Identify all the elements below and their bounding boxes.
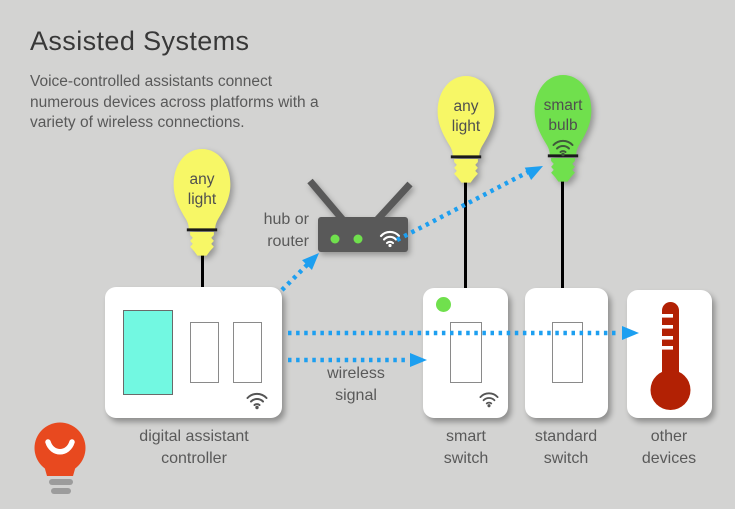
smart-switch: [423, 288, 508, 418]
wire-bulb-to-smart-switch: [464, 180, 467, 292]
router-icon: [307, 178, 413, 252]
standard-switch: [525, 288, 608, 418]
digital-assistant-controller: [105, 287, 282, 418]
other-devices-label: other devices: [641, 428, 697, 467]
bulb-label: smart bulb: [543, 97, 583, 134]
page-title: Assisted Systems: [30, 26, 250, 56]
router-label: hub or router: [263, 211, 309, 250]
wire-bulb-to-controller: [201, 250, 204, 292]
any-light-bulb-center: any light: [433, 73, 499, 187]
wireless-signal-label: wireless signal: [327, 365, 385, 404]
other-devices: [627, 290, 712, 418]
arrow-controller-to-router: [280, 260, 312, 292]
smiling-bulb-logo: [34, 422, 86, 494]
wire-bulb-to-standard-switch: [561, 179, 564, 292]
smart-switch-label: smart switch: [443, 428, 489, 467]
hub-router: [300, 176, 415, 261]
thermometer-icon: [650, 302, 691, 410]
switch-paddle: [552, 322, 583, 383]
wifi-icon: [246, 392, 268, 410]
controller-label: digital assistant controller: [139, 428, 249, 467]
controller-display-panel: [123, 310, 173, 395]
bulb-label: any light: [187, 171, 217, 208]
router-status-dot: [353, 234, 363, 244]
lightbulb-icon: [173, 148, 231, 256]
router-status-dot: [330, 234, 340, 244]
controller-slot: [190, 322, 219, 383]
power-status-dot: [436, 297, 451, 312]
lightbulb-icon: [534, 74, 592, 182]
smart-bulb: smart bulb: [530, 72, 596, 186]
brand-logo: [30, 418, 100, 505]
any-light-bulb-left: any light: [169, 146, 235, 260]
wifi-icon: [552, 139, 574, 157]
wifi-icon: [479, 392, 499, 408]
standard-switch-label: standard switch: [534, 428, 598, 467]
bulb-label: any light: [451, 98, 481, 135]
switch-paddle: [450, 322, 482, 383]
controller-slot: [233, 322, 262, 383]
page-subtitle: Voice-controlled assistants connect nume…: [30, 73, 319, 131]
